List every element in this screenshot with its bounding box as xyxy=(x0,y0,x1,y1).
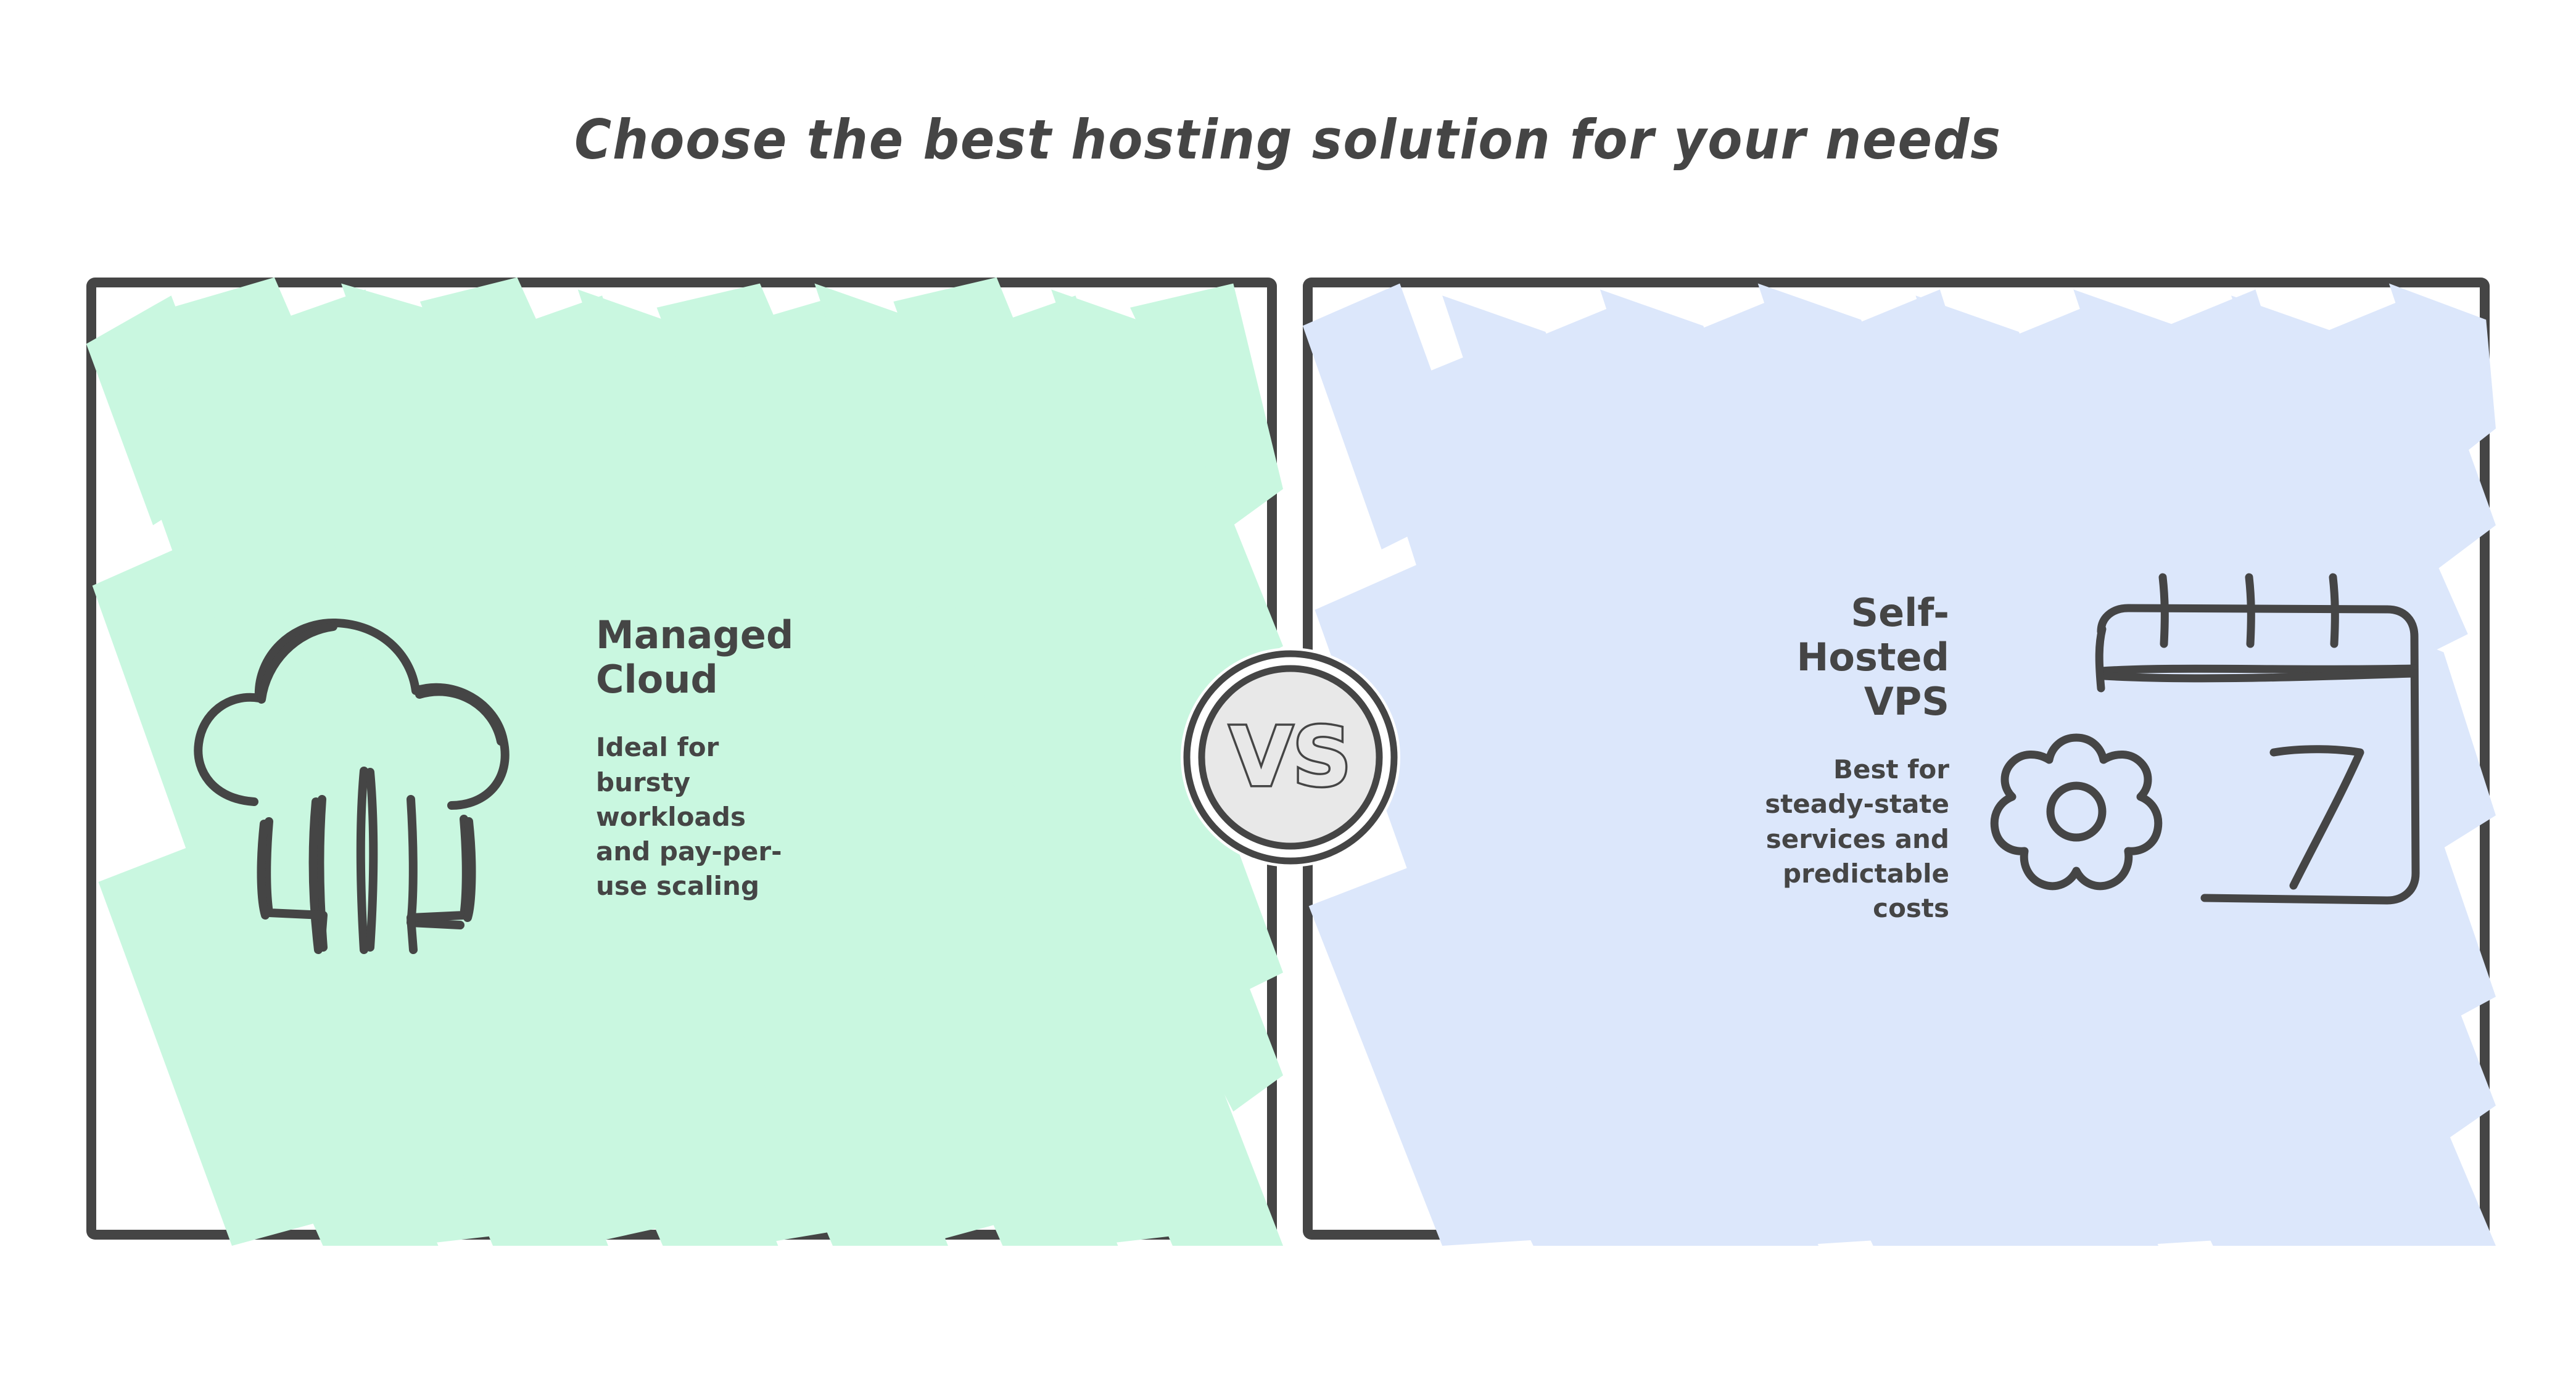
self-hosted-vps-text: Self-Hosted VPS Best for steady-state se… xyxy=(1337,591,1974,926)
panel-managed-cloud[interactable]: Managed Cloud Ideal for bursty workloads… xyxy=(86,277,1283,1246)
panel-heading-managed-cloud: Managed Cloud xyxy=(596,612,794,702)
panel-heading-self-hosted-vps: Self-Hosted VPS xyxy=(1796,590,1949,725)
vs-badge-label: VS xyxy=(1229,710,1351,805)
panel-body-managed-cloud: Ideal for bursty workloads and pay-per-u… xyxy=(596,732,782,902)
page-title: Choose the best hosting solution for you… xyxy=(574,108,2002,171)
managed-cloud-text: Managed Cloud Ideal for bursty workloads… xyxy=(577,613,1242,904)
cloud-network-icon xyxy=(146,555,577,962)
panel-self-hosted-vps[interactable]: Self-Hosted VPS Best for steady-state se… xyxy=(1302,278,2496,1246)
calendar-gear-icon xyxy=(1974,567,2443,950)
panel-body-self-hosted-vps: Best for steady-state services and predi… xyxy=(1765,754,1949,924)
vs-badge: VS xyxy=(1179,646,1402,868)
